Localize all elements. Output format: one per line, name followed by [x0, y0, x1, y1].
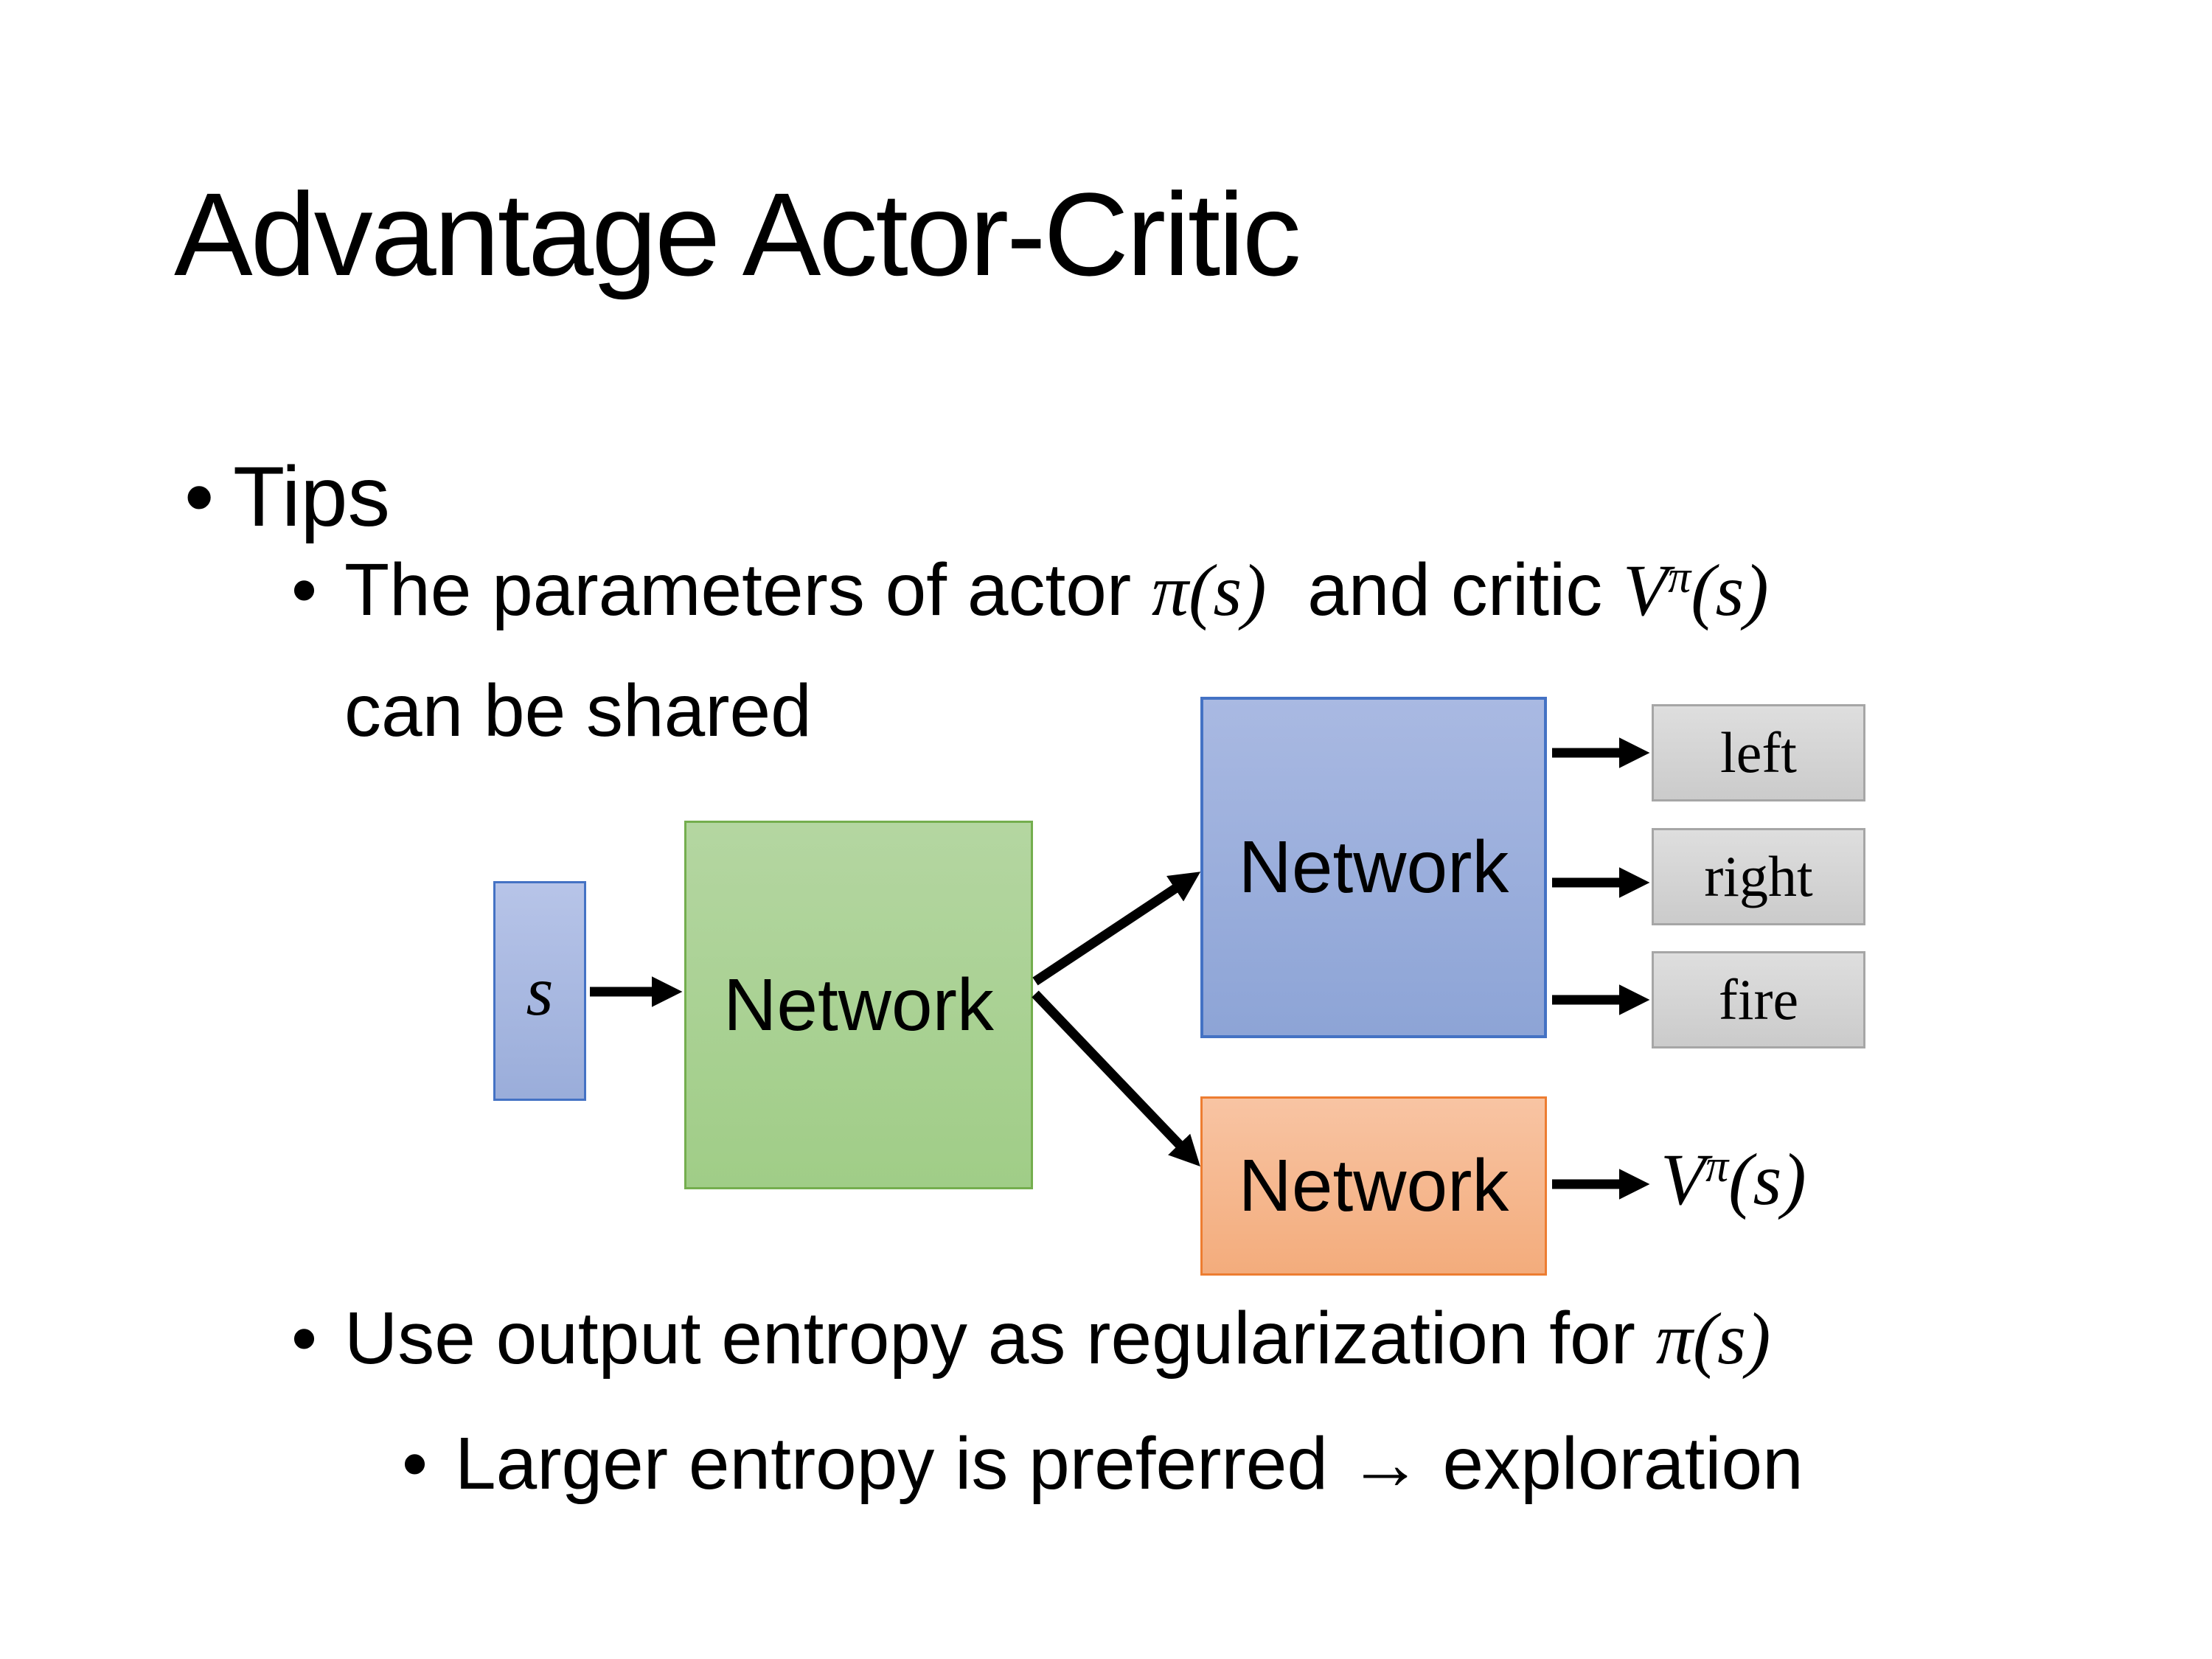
arrow-shared-to-critic	[1032, 990, 1200, 1167]
arrow-shared-to-actor	[1032, 872, 1201, 986]
action-label-left: left	[1720, 720, 1797, 785]
text-segment: and critic	[1266, 549, 1624, 631]
value-v-args: (s)	[1728, 1138, 1806, 1220]
text-segment: Use output entropy as regularization for	[344, 1297, 1656, 1380]
shared-params-line2: can be shared	[344, 669, 812, 752]
bullet-marker: •	[291, 1297, 318, 1380]
actor-network-label: Network	[1238, 826, 1509, 908]
critic-network-label: Network	[1238, 1144, 1509, 1227]
state-label: s	[526, 952, 554, 1030]
bullet-marker: •	[402, 1422, 428, 1505]
bullet-tips: • Tips	[184, 442, 390, 553]
tips-label: Tips	[233, 450, 390, 544]
state-input-box: s	[493, 881, 586, 1101]
action-label-fire: fire	[1718, 967, 1799, 1032]
action-box-left: left	[1652, 704, 1865, 801]
entropy-pi-math: π(s)	[1655, 1298, 1771, 1380]
value-v-superscript: π	[1705, 1141, 1729, 1192]
critic-v-superscript: π	[1668, 552, 1691, 602]
text-segment: The parameters of actor	[344, 549, 1152, 631]
actor-network-box: Network	[1200, 697, 1547, 1038]
critic-v-math: V	[1623, 549, 1669, 631]
bullet-shared-params: • The parameters of actor π(s) and criti…	[291, 535, 1769, 766]
shared-network-label: Network	[723, 963, 994, 1046]
shared-params-line1: The parameters of actor π(s) and critic …	[344, 549, 1769, 631]
action-box-right: right	[1652, 828, 1865, 925]
bullet-exploration: • Larger entropy is preferred → explorat…	[402, 1408, 1804, 1519]
bullet-marker: •	[291, 549, 318, 631]
bullet-marker: •	[184, 450, 215, 544]
page-title: Advantage Actor-Critic	[174, 168, 1301, 300]
actor-pi-math: π(s)	[1151, 549, 1267, 631]
value-v: V	[1660, 1138, 1706, 1220]
critic-network-box: Network	[1200, 1096, 1547, 1276]
exploration-text: Larger entropy is preferred → exploratio…	[455, 1422, 1804, 1505]
value-output-label: Vπ(s)	[1660, 1139, 1806, 1220]
critic-v-args: (s)	[1691, 549, 1769, 631]
bullet-entropy: • Use output entropy as regularization f…	[291, 1283, 1770, 1394]
shared-params-text: The parameters of actor π(s) and critic …	[344, 535, 1769, 766]
action-box-fire: fire	[1652, 951, 1865, 1048]
shared-network-box: Network	[684, 821, 1033, 1189]
action-label-right: right	[1704, 844, 1813, 908]
entropy-text: Use output entropy as regularization for…	[344, 1283, 1770, 1394]
